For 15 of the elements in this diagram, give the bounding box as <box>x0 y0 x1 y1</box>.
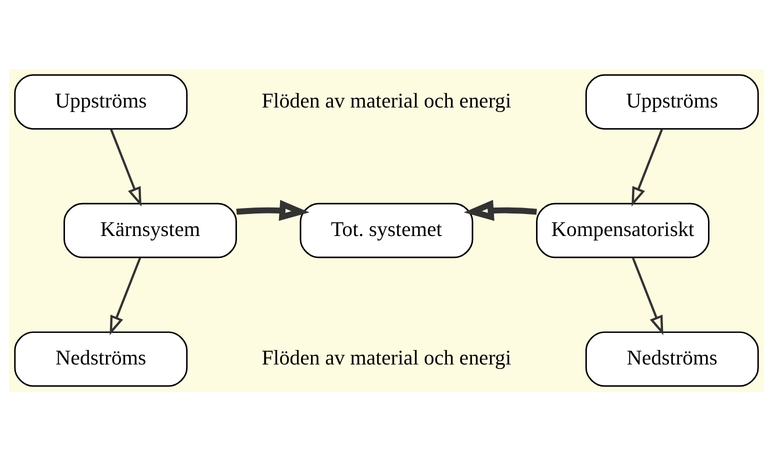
arrow <box>110 129 142 207</box>
label: Flöden av material och energi <box>262 88 512 112</box>
arrow <box>110 258 142 336</box>
node-box: Uppströms <box>585 74 759 130</box>
node-box: Nedströms <box>585 331 759 387</box>
node-box: Tot. systemet <box>300 202 474 258</box>
node-box: Uppströms <box>14 74 188 130</box>
node-box: Nedströms <box>14 331 188 387</box>
node-box: Kompensatoriskt <box>536 202 710 258</box>
arrow <box>236 200 310 221</box>
arrow <box>632 258 664 336</box>
label: Flöden av material och energi <box>262 346 512 370</box>
node-box: Kärnsystem <box>64 202 237 258</box>
arrow <box>464 200 537 221</box>
arrow <box>632 129 663 207</box>
